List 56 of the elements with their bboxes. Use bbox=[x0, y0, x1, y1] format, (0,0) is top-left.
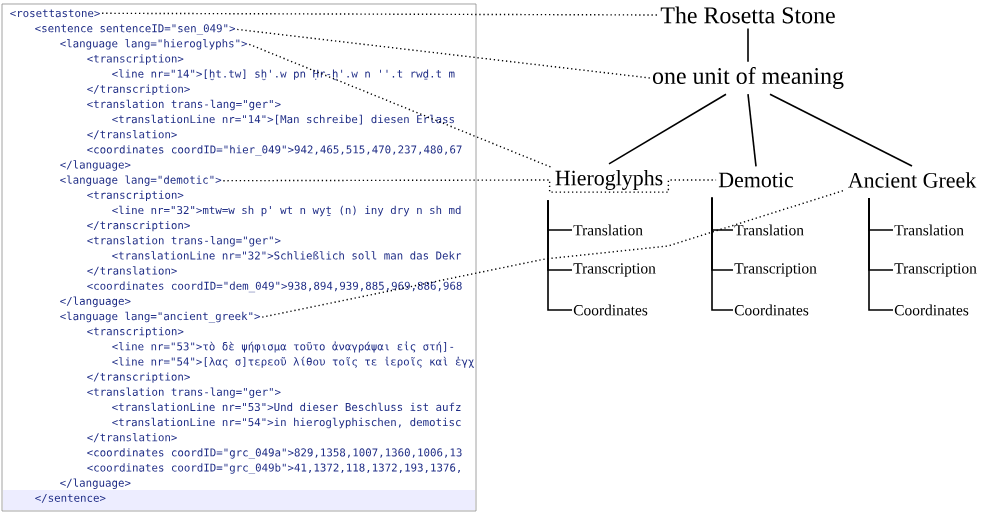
tree-leaf-label: Coordinates bbox=[894, 304, 969, 316]
tree-label: Demotic bbox=[716, 170, 796, 190]
leader-line bbox=[248, 43, 554, 169]
tree-leaf-label: Transcription bbox=[894, 263, 977, 277]
code-line: <rosettastone> bbox=[10, 9, 100, 18]
code-line: <translationLine nr="53">Und dieser Beschluss ist aufz bbox=[112, 402, 461, 412]
code-line: </translation> bbox=[87, 432, 177, 443]
tree-line bbox=[711, 196, 734, 311]
code-line: </transcription> bbox=[87, 220, 190, 232]
code-line: <translation trans-lang="ger"> bbox=[87, 387, 281, 399]
code-line: <line nr="14">[ḫt.tw] sḫ'.w pn Ḥr-ḫ'.w n ''.t rwḏ.t m bbox=[112, 69, 455, 81]
code-line: <translationLine nr="32">Schließlich soll man das Dekr bbox=[112, 251, 462, 260]
code-line: <translation trans-lang="ger"> bbox=[87, 99, 281, 111]
tree-line bbox=[747, 27, 749, 63]
tree-leaf-label: Transcription bbox=[734, 263, 817, 277]
code-line: <transcription> bbox=[87, 326, 184, 338]
code-line: <line nr="32">mtw=w sh p' wt n wyṯ (n) iny dry n sh md bbox=[112, 205, 461, 217]
code-line: <line nr="54">[λας σ]τερεοῦ λίθου τοῖς τε ἱεροῖς καὶ ἐγχ bbox=[112, 356, 474, 368]
code-line: </language> bbox=[60, 296, 131, 308]
code-line: </sentence> bbox=[35, 493, 106, 503]
tree-leaf-label: Transcription bbox=[573, 263, 656, 277]
tree-label: one unit of meaning bbox=[650, 65, 846, 91]
code-line: <coordinates coordID="grc_049a">829,1358,1007,1360,1006,13 bbox=[87, 448, 462, 459]
code-line: <coordinates coordID="grc_049b">41,1372,118,1372,193,1376, bbox=[87, 463, 460, 474]
code-line: </transcription> bbox=[87, 372, 190, 383]
code-line: <language lang="ancient_greek"> bbox=[60, 311, 261, 323]
code-line: <line nr="53">τὸ δὲ ψήφισμα τοῦτο ἀναγράψαι εἰς στή]- bbox=[112, 341, 454, 353]
tree-label: Hieroglyphs bbox=[552, 168, 666, 192]
code-line: </translation> bbox=[87, 129, 177, 140]
tree-label: Ancient Greek bbox=[845, 170, 979, 190]
code-line: <sentence sentenceID="sen_049"> bbox=[35, 24, 236, 35]
code-line: <translationLine nr="54">in hieroglyphischen, demotisc bbox=[112, 417, 461, 429]
code-line: </language> bbox=[60, 160, 131, 171]
code-line: </transcription> bbox=[87, 84, 190, 95]
code-line: <transcription> bbox=[87, 54, 184, 65]
tree-leaf-label: Translation bbox=[894, 224, 964, 236]
tree-line bbox=[608, 93, 727, 165]
tree-line bbox=[547, 199, 573, 311]
code-line: <transcription> bbox=[87, 190, 184, 202]
tree-leaf-label: Coordinates bbox=[573, 304, 648, 316]
tree-line bbox=[868, 197, 894, 311]
code-line: <language lang="demotic"> bbox=[60, 175, 222, 186]
leader-line bbox=[101, 12, 659, 16]
code-line: <translation trans-lang="ger"> bbox=[87, 236, 281, 247]
code-line: <translationLine nr="14">[Man schreibe] diesen Erlass bbox=[112, 114, 454, 125]
tree-leaf-label: Translation bbox=[573, 224, 643, 236]
code-line: <language lang="hieroglyphs"> bbox=[60, 39, 248, 50]
code-line: </translation> bbox=[87, 266, 177, 276]
tree-leaf-label: Coordinates bbox=[734, 304, 809, 316]
tree-leaf-label: Translation bbox=[734, 224, 804, 236]
tree-label: The Rosetta Stone bbox=[658, 4, 838, 26]
leader-line bbox=[236, 28, 651, 79]
code-line: <coordinates coordID="hier_049">942,465,515,470,237,480,67 bbox=[87, 145, 462, 156]
code-line: </language> bbox=[60, 478, 131, 489]
tree-line bbox=[769, 93, 913, 167]
tree-line bbox=[747, 93, 757, 168]
